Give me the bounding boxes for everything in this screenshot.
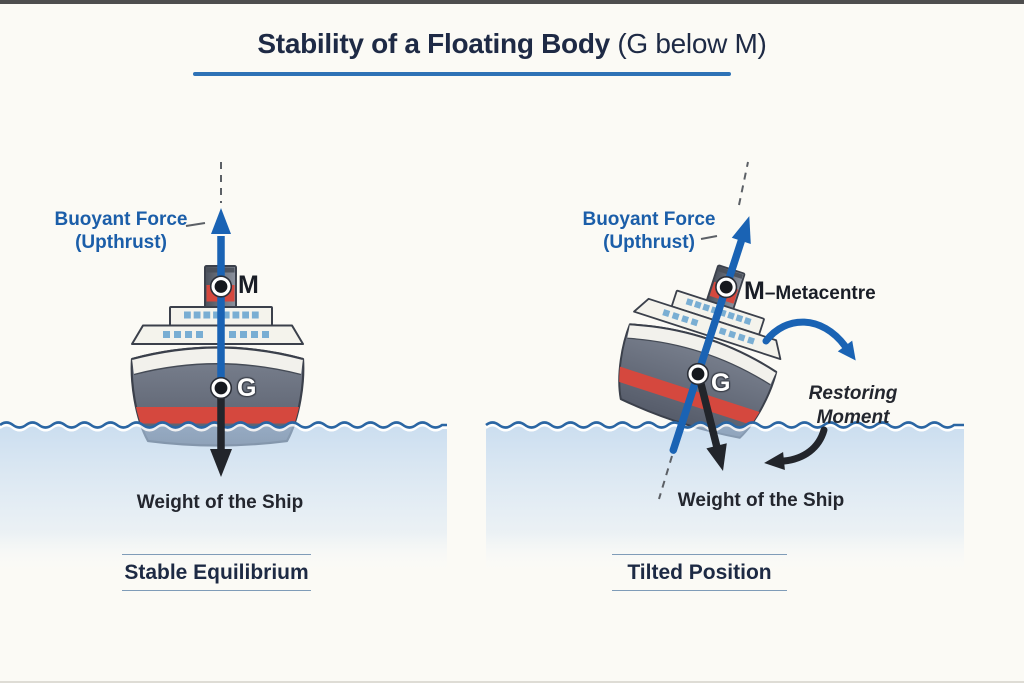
page-title-main: Stability of a Floating Body	[257, 28, 610, 59]
buoyant-label-connector-left	[185, 222, 206, 227]
buoyant-force-label-right: Buoyant Force (Upthrust)	[576, 208, 722, 254]
restoring-moment-line1: Restoring	[808, 383, 898, 404]
metacentre-dot-left	[209, 275, 233, 298]
gravity-point-label-right: G	[711, 369, 731, 397]
weight-label-left: Weight of the Ship	[136, 492, 304, 513]
water-right	[486, 426, 964, 571]
title-underline	[193, 72, 731, 76]
buoyant-force-label-left-line1: Buoyant Force	[54, 209, 188, 230]
gravity-dot-left	[209, 376, 233, 400]
metacentre-point-letter-right: M	[744, 277, 765, 305]
gravity-dot-right	[686, 362, 710, 386]
metacentre-name-right: –Metacentre	[764, 283, 876, 304]
buoyant-force-arrow-right	[669, 216, 751, 454]
axis-dashed-line-right-top	[738, 161, 749, 206]
metacentre-point-label-right: M–Metacentre	[744, 277, 876, 306]
page-title: Stability of a Floating Body (G below M)	[0, 28, 1024, 60]
page-title-paren: (G below M)	[609, 28, 767, 59]
metacentre-point-label-left: M	[238, 271, 259, 299]
weight-label-right: Weight of the Ship	[677, 490, 845, 511]
restoring-moment-line2: Moment	[816, 407, 890, 428]
buoyant-label-connector-right	[700, 235, 718, 240]
top-border-bar	[0, 0, 1024, 4]
waterline-highlight-right	[485, 423, 964, 432]
gravity-point-label-left: G	[237, 374, 257, 402]
waterline-right	[485, 421, 964, 429]
bottom-border-bar	[0, 681, 1024, 683]
caption-stable-equilibrium: Stable Equilibrium	[122, 554, 311, 591]
restoring-moment-label: Restoring Moment	[783, 382, 923, 430]
buoyant-force-label-right-line1: Buoyant Force	[582, 209, 716, 230]
restoring-moment-arrow-blue	[762, 318, 856, 361]
buoyant-force-label-left: Buoyant Force (Upthrust)	[48, 208, 194, 254]
buoyant-force-label-right-line2: (Upthrust)	[603, 232, 695, 253]
weight-arrow-right	[695, 372, 727, 471]
caption-tilted-position: Tilted Position	[612, 554, 787, 591]
metacentre-dot-right	[715, 276, 738, 299]
restoring-moment-arrow-black	[764, 426, 828, 470]
buoyant-force-arrow-left	[211, 208, 231, 388]
buoyant-force-label-left-line2: (Upthrust)	[75, 232, 167, 253]
water-left	[0, 426, 447, 571]
